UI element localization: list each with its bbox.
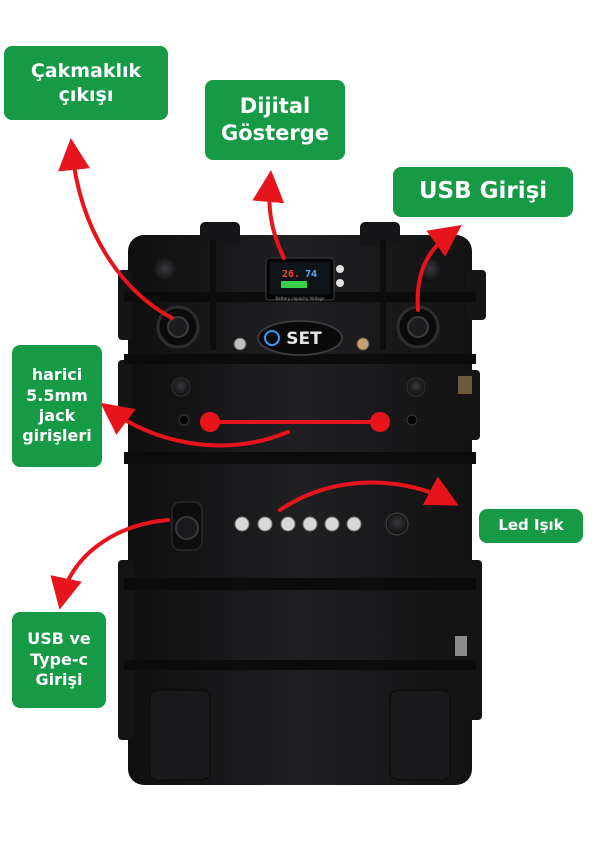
usbc-label-line2: Type-c (30, 649, 88, 669)
lighter-label-line2: çıkışı (58, 84, 114, 106)
jack-label-line2: 5.5mm (26, 385, 88, 405)
jack-input-label: harici 5.5mm jack girişleri (12, 345, 102, 467)
digital-display-label: Dijital Gösterge (205, 80, 345, 160)
jack-label-line3: jack (38, 406, 76, 425)
lighter-label-line1: Çakmaklık (30, 59, 142, 82)
usb-input-label: USB Girişi (393, 167, 573, 217)
usbc-label-line1: USB ve (27, 629, 91, 649)
annotation-arrows (50, 138, 462, 610)
led-light-label: Led Işık (479, 509, 583, 543)
led-light-icon (234, 516, 362, 532)
power-button-icon (385, 512, 409, 536)
usbc-label-line3: Girişi (35, 670, 83, 690)
svg-text:26.: 26. (282, 269, 300, 280)
usb-typec-label: USB ve Type-c Girişi (12, 612, 106, 708)
svg-text:74: 74 (305, 269, 317, 280)
digital-display: 26. 74 Battery capacity Voltage (265, 257, 344, 301)
usb-typec-socket-icon (171, 501, 203, 551)
lighter-output-label: Çakmaklık çıkışı (4, 46, 168, 120)
jack-label-line4: girişleri (22, 426, 92, 446)
display-label-line1: Dijital (239, 94, 311, 119)
svg-text:Battery capacity Voltage: Battery capacity Voltage (275, 296, 325, 301)
display-label-line2: Gösterge (220, 121, 330, 145)
jack-label-line1: harici (31, 365, 83, 385)
case-body (118, 222, 486, 785)
usb-input-label-text: USB Girişi (418, 178, 548, 205)
led-label-text: Led Işık (498, 516, 564, 535)
set-logo: SET (257, 320, 343, 356)
usb-socket-icon (396, 305, 440, 349)
svg-text:SET: SET (286, 329, 322, 349)
